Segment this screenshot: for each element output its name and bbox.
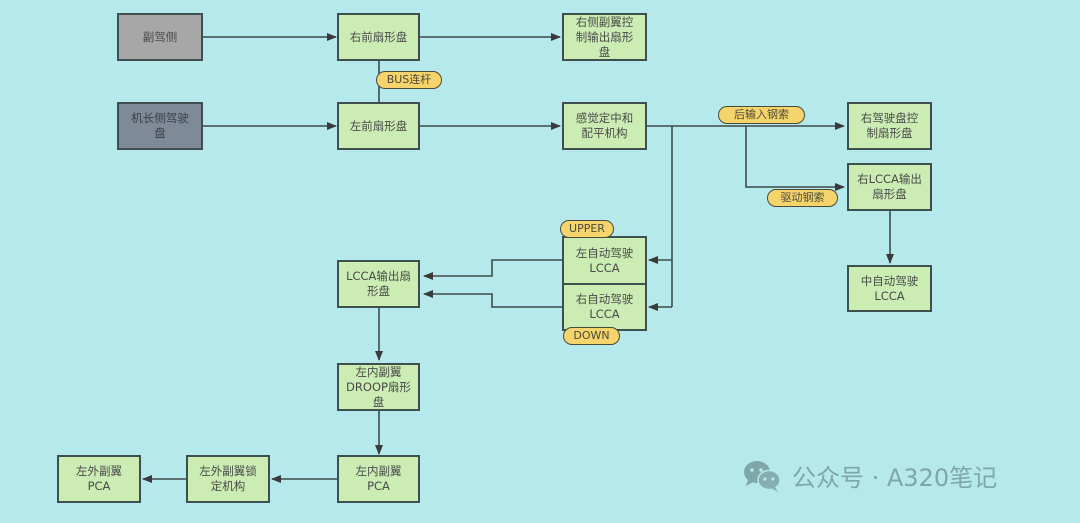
watermark-text: 公众号 · A320笔记 <box>792 464 998 492</box>
node-left-ap-lcca[interactable]: 左自动驾驶 LCCA <box>562 236 647 285</box>
tag-rear-input-cable: 后输入钢索 <box>718 106 805 124</box>
tag-drive-cable: 驱动钢索 <box>767 189 838 207</box>
wechat-icon <box>744 460 781 492</box>
node-left-front-quadrant[interactable]: 左前扇形盘 <box>337 102 420 150</box>
node-right-front-quadrant[interactable]: 右前扇形盘 <box>337 13 420 61</box>
tag-upper: UPPER <box>560 220 614 238</box>
node-center-ap-lcca[interactable]: 中自动驾驶 LCCA <box>847 265 932 312</box>
watermark: 公众号 · A320笔记 <box>742 458 997 493</box>
node-copilot-side[interactable]: 副驾侧 <box>117 13 203 61</box>
node-right-spoiler-output[interactable]: 右侧副翼控 制输出扇形 盘 <box>562 13 647 61</box>
node-left-inner-pca[interactable]: 左内副翼 PCA <box>337 455 420 503</box>
node-lcca-output[interactable]: LCCA输出扇 形盘 <box>337 260 420 308</box>
node-captain-wheel[interactable]: 机长侧驾驶 盘 <box>117 102 203 150</box>
node-left-outer-lock[interactable]: 左外副翼锁 定机构 <box>186 455 270 503</box>
node-feel-centering[interactable]: 感觉定中和 配平机构 <box>562 102 647 150</box>
tag-bus-link: BUS连杆 <box>376 71 442 89</box>
edge-right-ap-to-lcca <box>423 290 563 308</box>
node-left-inner-droop[interactable]: 左内副翼 DROOP扇形 盘 <box>337 363 420 411</box>
edge-to-rlcca <box>745 126 845 191</box>
tag-down: DOWN <box>563 327 620 345</box>
node-right-wheel-quadrant[interactable]: 右驾驶盘控 制扇形盘 <box>847 102 932 150</box>
node-right-lcca-output[interactable]: 右LCCA输出 扇形盘 <box>847 163 932 211</box>
node-right-ap-lcca[interactable]: 右自动驾驶 LCCA <box>562 283 647 331</box>
node-left-outer-pca[interactable]: 左外副翼 PCA <box>57 455 141 503</box>
edge-left-ap-to-lcca <box>423 259 563 280</box>
